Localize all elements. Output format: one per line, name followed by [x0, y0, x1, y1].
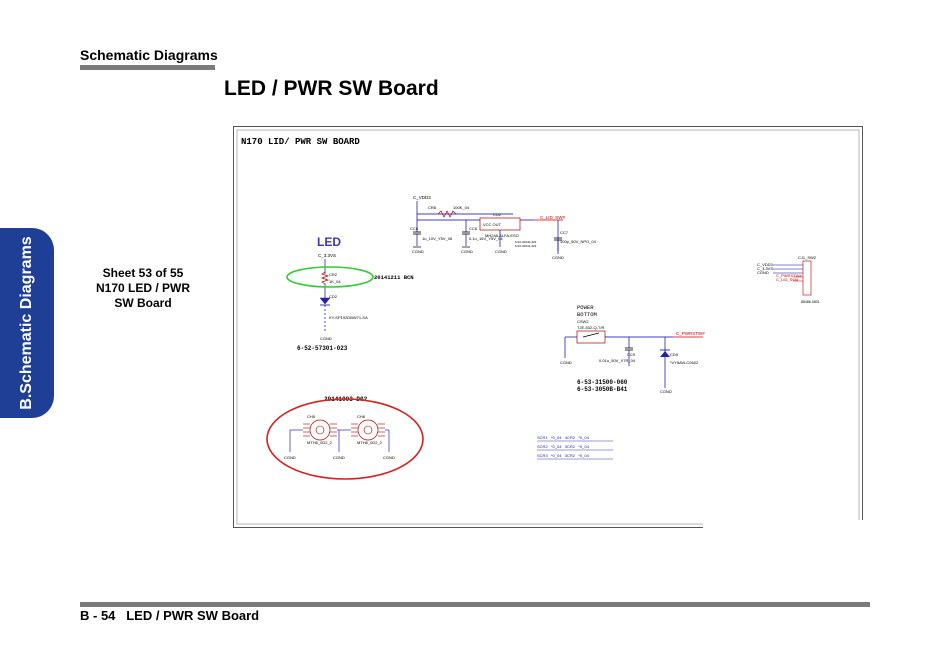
led-diode-part: KY-SP192DBW71-SA [329, 315, 368, 320]
connector-part: 88486-0801 [801, 300, 820, 304]
power-diode-part: *VY5AVLC0602 [670, 360, 699, 365]
cap-cc9-value: 0.01u_50V_X7R_04 [599, 358, 636, 363]
led-highlight-circle [286, 266, 374, 288]
footer-text: B - 54 LED / PWR SW Board [80, 608, 260, 623]
hole-1-ref: CH5 [307, 414, 316, 419]
switch-ref: CSW2 [577, 319, 589, 324]
hole-1-part: MTH6_0D2_2 [307, 440, 333, 445]
screw-rows: SCR1 *0_04 4CR2 *0_04 SCR2 *0_04 3CR2 *0… [537, 435, 613, 460]
mounting-section: 20141003 D02 CH5 MTH6_0D2_2 CH6 MTH6_0D2… [266, 396, 424, 480]
schematic-drawing: N170 LID/ PWR SW BOARD C_VDD3 CR8 100K_0… [233, 126, 863, 528]
lid-resistor-ref: CR8 [428, 205, 437, 210]
power-switch-contact [582, 332, 600, 338]
screw-row-1: SCR1 *0_04 4CR2 *0_04 [537, 435, 590, 440]
side-tab-label: B.Schematic Diagrams [18, 236, 35, 410]
hole-2-ref: CH6 [357, 414, 366, 419]
cap-cc9-ref: CC9 [627, 352, 636, 357]
hole-2-inner [363, 425, 373, 435]
lid-sensor-ref: CU2 [493, 212, 502, 217]
cap-cc8 [413, 226, 421, 248]
connector-section: CJ1_SW2 C_VDD3 C_3.3VS CGND C_PWRSTW# C_… [757, 255, 820, 304]
power-diode-ref: CD9 [670, 352, 679, 357]
sheet-caption-line1: Sheet 53 of 55 [102, 266, 184, 280]
lid-sensor-section: C_VDD3 CR8 100K_04 C_LID_SW# CU2 VCC OUT… [410, 195, 597, 260]
power-section: POWER BOTTOM CSW2 TJE-532-Q-T/R CGND C_P… [560, 304, 705, 394]
lid-net-label: C_LID_SW# [540, 215, 566, 220]
led-heading: LED [317, 235, 341, 249]
led-note: 20141211 BCN [374, 274, 414, 281]
connector-net-1: C_VDD3 [757, 262, 774, 267]
cap-cc7-value: 100p_50V_NPO_04 [560, 239, 597, 244]
hole-2-part: MTH6_0D2_2 [357, 440, 383, 445]
lid-sensor-part: MH248-ALFA-ESO [485, 233, 519, 238]
gnd-label: CGND [461, 249, 473, 254]
gnd-label: CGND [412, 249, 424, 254]
lid-resistor [437, 210, 457, 218]
gnd-label: CGND [660, 389, 672, 394]
mount-pins [303, 423, 385, 437]
led-diode [319, 297, 331, 305]
lid-rail-label: C_VDD3 [413, 195, 431, 200]
connector-net-5: C_LID_SW# [776, 277, 799, 282]
power-switch [576, 330, 606, 344]
schematic-inner-frame [236, 129, 860, 525]
connector-body [802, 260, 812, 296]
gnd-label: CGND [333, 455, 345, 460]
sheet-caption-line2: N170 LED / PWR [95, 281, 191, 295]
led-resistor-ref: CR2 [329, 272, 338, 277]
gnd-label: CGND [284, 455, 296, 460]
screw-row-2: SCR2 *0_04 3CR2 *0_04 [537, 444, 590, 449]
lid-sensor-small-text-2: 6-02-32041-423 [515, 244, 537, 248]
footer-rule [80, 602, 870, 607]
gnd-label: CGND [495, 249, 507, 254]
connector-net-4: C_PWRSTW# [776, 273, 802, 278]
led-section: LED C_3.3VS CR2 1K_04 20141211 BCN CD2 K… [286, 235, 414, 352]
power-part-1: 6-53-31500-060 [577, 379, 628, 386]
side-tab[interactable]: B.Schematic Diagrams [0, 228, 54, 418]
power-diode [660, 351, 670, 357]
led-resistor [320, 271, 330, 285]
led-diode-ref: CD2 [329, 294, 338, 299]
hole-1 [309, 419, 331, 441]
cap-cc7 [554, 237, 562, 254]
gnd-label: CGND [320, 336, 332, 341]
lid-resistor-value: 100K_04 [453, 205, 470, 210]
power-label-1: POWER [577, 304, 594, 311]
cap-cc8-ref: CC8 [410, 226, 419, 231]
switch-part: TJE-532-Q-T/R [577, 325, 604, 330]
led-part-number: 6-52-57301-023 [297, 345, 348, 352]
cap-cc8-value: 1u_10V_Y5V_06 [422, 236, 453, 241]
sheet-caption-line3: SW Board [114, 296, 172, 310]
gnd-label: CGND [552, 255, 564, 260]
schematic-corner-gap [703, 520, 863, 528]
mount-ground-wires [289, 429, 390, 452]
mount-highlight-circle [266, 398, 424, 480]
hole-2 [357, 419, 379, 441]
led-resistor-value: 1K_04 [329, 279, 341, 284]
led-rail-label: C_3.3VS [318, 253, 336, 258]
power-label-2: BOTTOM [577, 311, 597, 318]
schematic-outer-frame [233, 126, 863, 528]
lid-sensor-pins: VCC OUT [483, 222, 502, 227]
connector-net-2: C_3.3VS [757, 266, 773, 271]
gnd-label: CGND [560, 360, 572, 365]
board-title: N170 LID/ PWR SW BOARD [241, 137, 360, 147]
sheet-caption: Sheet 53 of 55 N170 LED / PWR SW Board [80, 266, 206, 311]
header-title: Schematic Diagrams [80, 47, 218, 63]
connector-ref: CJ1_SW2 [798, 255, 817, 260]
gnd-label: CGND [383, 455, 395, 460]
connector-net-3: CGND [757, 270, 769, 275]
power-net-label: C_PWRSTW# [676, 331, 705, 336]
cap-cc6-value: 0.1u_16V_Y5V_04 [469, 236, 503, 241]
cap-cc6 [462, 220, 470, 248]
lid-sensor-small-text: 6-02-32040-423 [515, 240, 537, 244]
cap-cc7-ref: CC7 [560, 230, 569, 235]
hole-1-inner [315, 425, 325, 435]
page-title: LED / PWR SW Board [224, 77, 439, 100]
cap-cc6-ref: CC6 [469, 226, 478, 231]
header-rule [80, 65, 215, 70]
screw-row-3: SCR3 *0_04 3CR2 *0_04 [537, 453, 590, 458]
power-part-2: 6-53-3050B-B41 [577, 386, 628, 393]
